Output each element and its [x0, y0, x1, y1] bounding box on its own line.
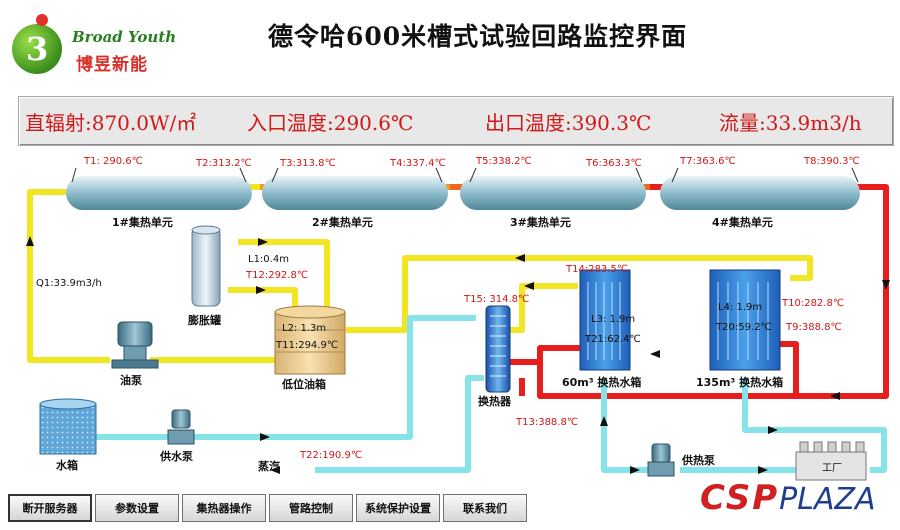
oil-tank-out-pipe	[346, 255, 813, 333]
page-title: 德令哈600米槽式试验回路监控界面	[268, 22, 688, 51]
cspplaza-logo: CSPPLAZA	[700, 478, 876, 518]
svg-text:3#集热单元: 3#集热单元	[510, 215, 571, 229]
l2-label: L2: 1.3m	[282, 323, 326, 334]
t4-label: T4:337.4℃	[389, 158, 446, 169]
t2-label: T2:313.2℃	[195, 158, 252, 169]
t10-label: T10:282.8℃	[781, 298, 844, 309]
t12-label: T12:292.8℃	[245, 270, 308, 281]
svg-text:低位油箱: 低位油箱	[281, 377, 326, 391]
l3-label: L3: 1.9m	[591, 314, 635, 325]
tank-60: 60m³ 换热水箱	[562, 269, 641, 389]
t15-label: T15: 314.8℃	[463, 294, 529, 305]
hx-to-tank60-pipe	[510, 283, 578, 333]
company-logo: 3 Broad Youth 博昱新能	[10, 10, 220, 80]
svg-text:4#集热单元: 4#集热单元	[712, 215, 773, 229]
feed-water-pipe	[96, 315, 476, 440]
irradiance-readout: 直辐射:870.0W/㎡	[25, 111, 197, 135]
disconnect-server-button[interactable]: 断开服务器	[8, 494, 92, 522]
svg-text:135m³ 换热水箱: 135m³ 换热水箱	[696, 375, 783, 389]
t6-label: T6:363.3℃	[585, 158, 642, 169]
flow-readout: 流量:33.9m3/h	[719, 111, 862, 135]
temp-sensor-leaders	[71, 167, 859, 183]
parameter-settings-button[interactable]: 参数设置	[95, 494, 179, 522]
t7-label: T7:363.6℃	[679, 156, 736, 167]
logo-english: Broad Youth	[72, 28, 177, 46]
outlet-temp-readout: 出口温度:390.3℃	[485, 111, 652, 135]
l1-label: L1:0.4m	[248, 254, 289, 265]
t20-label: T20:59.2℃	[715, 322, 772, 333]
t14-label: T14:283.5℃	[565, 264, 628, 275]
collector-unit-1: 1#集热单元	[66, 176, 252, 229]
tank-135: 135m³ 换热水箱	[696, 269, 783, 389]
collector-unit-3: 3#集热单元	[460, 176, 646, 229]
t22-label: T22:190.9℃	[299, 450, 362, 461]
collector-row: 1#集热单元 2#集热单元 3#集热单元 4#集热单元 T1: 290.6℃	[66, 156, 860, 229]
t3-label: T3:313.8℃	[279, 158, 336, 169]
pipeline-control-button[interactable]: 管路控制	[269, 494, 353, 522]
heat-exchanger: 换热器	[478, 305, 512, 408]
oil-pump: 油泵	[111, 321, 159, 387]
low-oil-tank: 低位油箱	[274, 305, 346, 391]
collector-operation-button[interactable]: 集热器操作	[182, 494, 266, 522]
bottom-menu: 断开服务器 参数设置 集热器操作 管路控制 系统保护设置 联系我们	[8, 494, 530, 524]
collector-unit-4: 4#集热单元	[660, 176, 860, 229]
logo-mark: 3	[12, 24, 62, 74]
t5-label: T5:338.2℃	[475, 156, 532, 167]
system-protection-button[interactable]: 系统保护设置	[356, 494, 440, 522]
svg-text:膨胀罐: 膨胀罐	[187, 313, 221, 327]
svg-text:换热器: 换热器	[478, 394, 512, 408]
flow-arrows	[26, 236, 890, 474]
inlet-temp-readout: 入口温度:290.6℃	[247, 111, 414, 135]
contact-us-button[interactable]: 联系我们	[443, 494, 527, 522]
svg-text:供热泵: 供热泵	[681, 453, 715, 467]
svg-text:2#集热单元: 2#集热单元	[312, 215, 373, 229]
svg-text:油泵: 油泵	[120, 373, 142, 387]
l4-label: L4: 1.9m	[718, 302, 762, 313]
factory-return-pipe	[742, 378, 887, 473]
q1-label: Q1:33.9m3/h	[36, 278, 102, 289]
svg-text:水箱: 水箱	[56, 458, 78, 472]
svg-text:60m³ 换热水箱: 60m³ 换热水箱	[562, 375, 641, 389]
steam-pipe	[315, 375, 484, 473]
logo-dot	[36, 14, 48, 26]
oil-return-pipe	[27, 189, 295, 363]
status-bar: 直辐射:870.0W/㎡ 入口温度:290.6℃ 出口温度:390.3℃ 流量:…	[18, 96, 894, 146]
factory-building: 工厂	[795, 441, 867, 481]
water-tank: 水箱	[39, 398, 97, 472]
t9-label: T9:388.8℃	[785, 322, 842, 333]
t11-label: T11:294.9℃	[275, 340, 338, 351]
expansion-lower-pipe	[228, 287, 298, 312]
svg-text:工厂: 工厂	[822, 463, 842, 474]
logo-chinese: 博昱新能	[76, 55, 148, 75]
t1-label: T1: 290.6℃	[83, 156, 143, 167]
svg-text:1#集热单元: 1#集热单元	[112, 215, 173, 229]
feed-water-pump: 供水泵	[159, 409, 195, 463]
heat-supply-pump: 供热泵	[647, 443, 715, 477]
t21-label: T21:62.4℃	[584, 334, 641, 345]
t8-label: T8:390.3℃	[803, 156, 860, 167]
t13-label: T13:388.8℃	[515, 417, 578, 428]
steam-label: 蒸汽	[258, 459, 280, 473]
svg-text:供水泵: 供水泵	[159, 449, 193, 463]
collector-unit-2: 2#集热单元	[262, 176, 448, 229]
expansion-tank: 膨胀罐	[187, 225, 221, 327]
